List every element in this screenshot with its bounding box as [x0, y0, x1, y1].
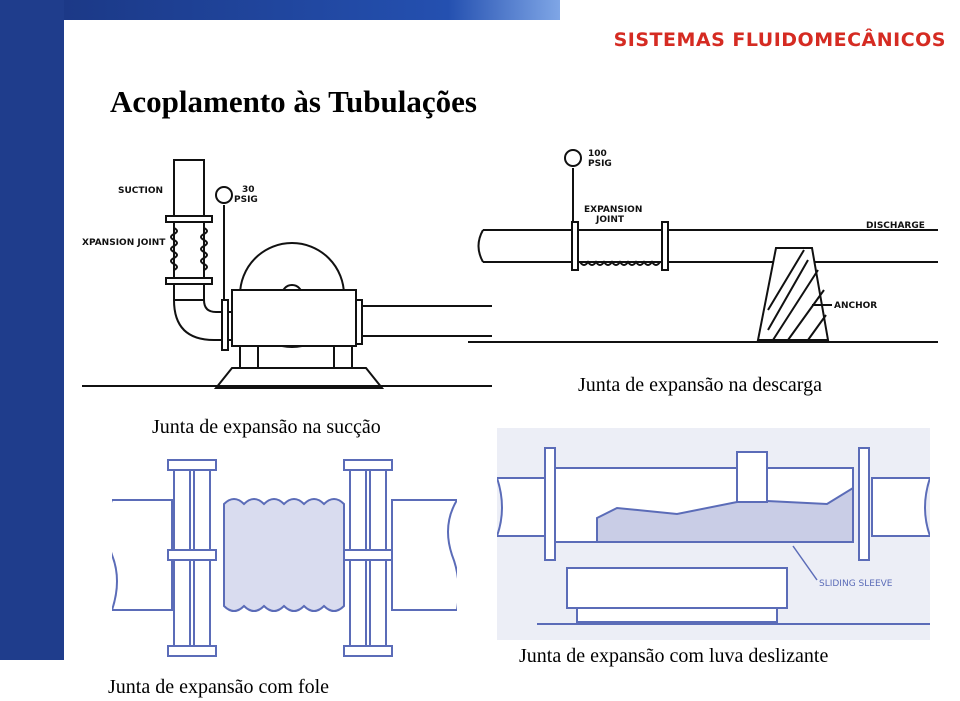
discharge-pipe-end — [477, 229, 484, 263]
anchor-label: ANCHOR — [834, 301, 877, 311]
caption-discharge: Junta de expansão na descarga — [578, 374, 822, 396]
gauge-dial — [215, 186, 233, 204]
pump-foot-right — [333, 345, 353, 369]
pump-base — [213, 367, 385, 389]
gauge-dial — [564, 149, 582, 167]
gauge-unit-label: PSIG — [234, 195, 258, 205]
brand-logo: SISTEMAS FLUIDOMECÂNICOS — [613, 29, 946, 51]
suction-elbow — [173, 299, 232, 341]
suction-label: SUCTION — [118, 186, 163, 196]
bolt-left-bottom — [167, 645, 217, 657]
joint-flange-right — [661, 221, 669, 271]
discharge-label: DISCHARGE — [866, 221, 925, 231]
anchor-hatching — [767, 249, 827, 341]
top-blue-band — [0, 0, 560, 20]
joint-label: XPANSION JOINT — [82, 238, 166, 248]
bellows-body — [223, 498, 345, 612]
suction-joint-diagram: SUCTION 30 PSIG XPANSION JOINT — [82, 159, 492, 389]
left-blue-band — [0, 0, 64, 660]
page-title: Acoplamento às Tubulações — [110, 84, 477, 119]
pump-foot-left — [239, 345, 259, 369]
bolt-right-bottom — [343, 645, 393, 657]
gauge-value-label: 100 — [588, 149, 607, 159]
pipe-left — [497, 477, 554, 537]
pump-inlet-flange — [221, 299, 229, 351]
caption-suction: Junta de expansão na sucção — [152, 416, 381, 438]
pipe-right — [391, 499, 457, 611]
pipe-right — [871, 477, 930, 537]
joint-line2-label: JOINT — [595, 215, 625, 225]
bolt-left-top — [167, 459, 217, 471]
caption-bellows: Junta de expansão com fole — [108, 676, 330, 698]
discharge-pipe-upper — [483, 229, 938, 263]
bolt-right-top — [343, 459, 393, 471]
pipe-left — [112, 499, 173, 611]
joint-flange-top — [165, 215, 213, 223]
flange-left — [544, 447, 556, 561]
sliding-sleeve-label: SLIDING SLEEVE — [819, 579, 893, 589]
discharge-joint-diagram: 100 PSIG EXPANSION JOINT DISCHARGE ANCHO… — [468, 149, 938, 343]
joint-flange-bottom — [165, 277, 213, 285]
sleeve-cutaway — [596, 486, 854, 543]
support-foot — [576, 607, 778, 623]
suction-pipe-vertical — [173, 159, 205, 301]
gauge-unit-label: PSIG — [588, 159, 612, 169]
flange-right — [858, 447, 870, 561]
joint-flange-left — [571, 221, 579, 271]
sliding-sleeve-diagram: SLIDING SLEEVE — [497, 428, 930, 640]
gland-flange — [736, 451, 768, 503]
gauge-value-label: 30 — [242, 185, 255, 195]
discharge-pipe — [362, 305, 492, 337]
bolt-left-mid — [167, 549, 217, 561]
bellows-joint-diagram — [112, 459, 457, 657]
bolt-right-mid — [343, 549, 393, 561]
joint-line1-label: EXPANSION — [584, 205, 642, 215]
support-base — [566, 567, 788, 609]
joint-bellows — [579, 260, 661, 266]
sleeve-leader — [792, 545, 818, 581]
caption-sliding-sleeve: Junta de expansão com luva deslizante — [519, 645, 829, 667]
pump-casing — [231, 289, 357, 347]
joint-corrugation — [170, 227, 208, 271]
pump-outlet-flange — [355, 299, 363, 345]
